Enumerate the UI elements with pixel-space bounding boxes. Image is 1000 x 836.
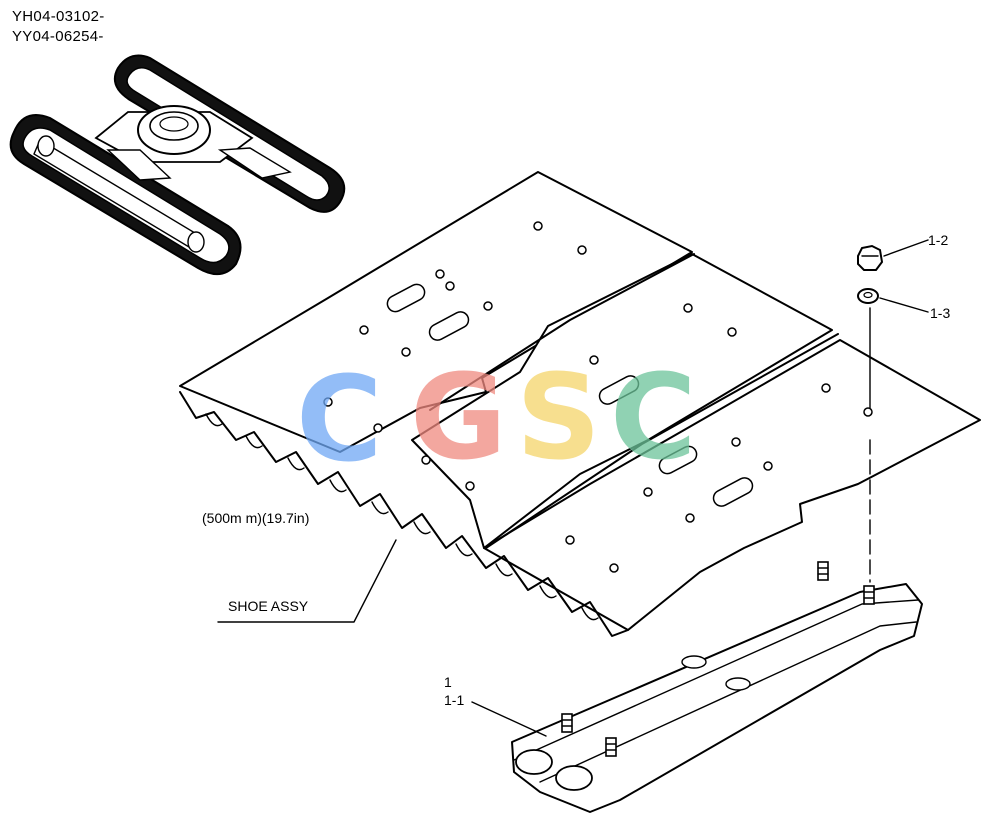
shoe-assy-leader [217,539,397,623]
watermark-char: G [410,348,507,486]
label-dimension: (500m m)(19.7in) [202,510,310,526]
watermark-char: C [610,348,697,486]
watermark-letter-1: C [296,360,383,478]
watermark-letter-3: S [516,358,601,476]
label-part-1: 1 [444,674,452,690]
undercarriage-thumbnail [9,54,346,275]
label-shoe-assy: SHOE ASSY [228,598,309,614]
watermark-letter-4: C [610,358,697,476]
shoe-bar-part [471,561,923,813]
nut-and-washer [857,239,929,583]
track-shoe-plates [179,171,981,637]
watermark-char: C [296,350,383,488]
label-part-1-3: 1-3 [930,305,951,321]
label-part-1-2: 1-2 [928,232,949,248]
watermark-char: S [516,348,601,486]
serial-number-2: YY04-06254- [12,28,104,45]
serial-number-1: YH04-03102- [12,8,105,25]
bolt-holes [323,221,873,573]
watermark-letter-2: G [410,358,507,476]
label-part-1-1: 1-1 [444,692,465,708]
